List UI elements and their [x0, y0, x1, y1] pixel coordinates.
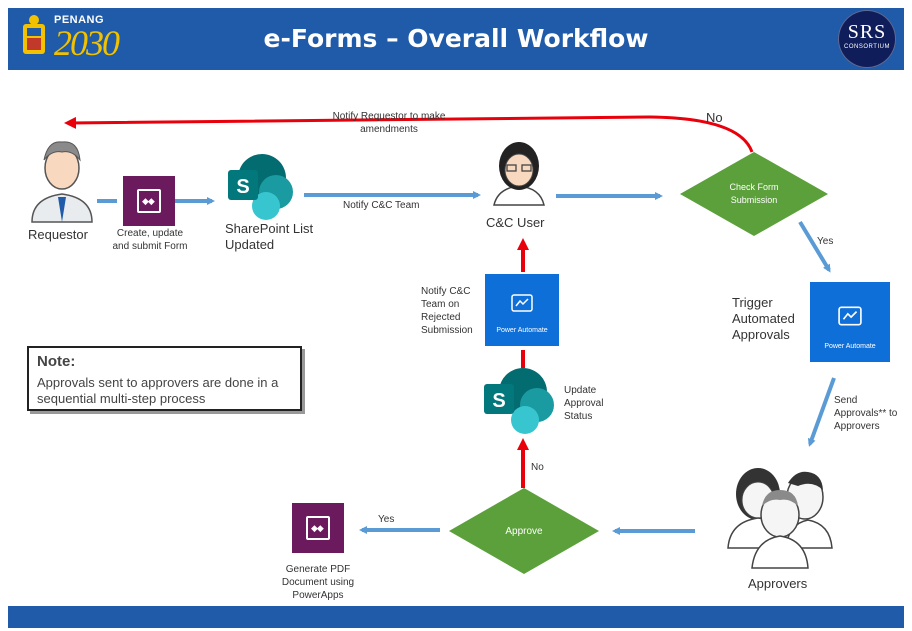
- srs-consortium-logo: SRS CONSORTIUM: [838, 10, 896, 68]
- yes-check-label: Yes: [817, 236, 834, 247]
- send-approvals-label: Send Approvals** to Approvers: [834, 395, 898, 432]
- note-title: Note:: [37, 353, 76, 370]
- power-automate-label: Power Automate: [824, 343, 876, 350]
- check-form-label: Check Form Submission: [729, 182, 779, 205]
- notify-requestor-label: Notify Requestor to make amendments: [332, 111, 446, 135]
- arrow-trigger-to-approvers: [807, 377, 836, 447]
- check-form-diamond: [680, 152, 828, 236]
- penang-2030-logo: PENANG 2030: [20, 12, 170, 66]
- notify-cc-team-label: Notify C&C Team: [343, 200, 420, 211]
- approvers-group-icon: [727, 468, 833, 569]
- crest-icon: [23, 15, 45, 54]
- approve-label: Approve: [505, 526, 543, 537]
- requestor-label: Requestor: [28, 227, 88, 242]
- generate-pdf-label: Generate PDF Document using PowerApps: [281, 564, 355, 601]
- power-automate-icon: Power Automate: [485, 274, 559, 346]
- powerapps-icon: ◆◆: [123, 176, 175, 226]
- notify-rejected-label: Notify C&C Team on Rejected Submission: [421, 286, 473, 336]
- sharepoint-icon: S: [484, 368, 554, 434]
- srs-logo-text: SRS: [847, 21, 887, 43]
- approvers-label: Approvers: [748, 576, 808, 591]
- update-status-label: Update Approval Status: [564, 385, 604, 422]
- svg-text:S: S: [492, 390, 505, 412]
- sharepoint-list-label: SharePoint List Updated: [225, 221, 314, 252]
- note-text: Approvals sent to approvers are done in …: [37, 375, 279, 406]
- footer-bar: [8, 606, 904, 628]
- approve-diamond: [449, 488, 599, 574]
- cc-user-label: C&C User: [486, 215, 545, 230]
- arrow-check-to-trigger: [798, 220, 831, 273]
- arrow-notify-requestor: [64, 115, 754, 153]
- power-automate-icon: Power Automate: [810, 282, 890, 362]
- trigger-approvals-label: Trigger Automated Approvals: [732, 295, 795, 342]
- penang-year: 2030: [54, 23, 120, 63]
- create-form-label: Create, update and submit Form: [112, 228, 188, 252]
- svg-text:S: S: [236, 176, 249, 198]
- user-icon: [31, 141, 93, 223]
- power-automate-label: Power Automate: [496, 327, 548, 334]
- no-top-label: No: [706, 110, 723, 125]
- sharepoint-icon: S: [228, 154, 293, 220]
- powerapps-icon: ◆◆: [292, 503, 344, 553]
- cc-user-icon: [493, 142, 545, 206]
- page-title: e-Forms – Overall Workflow: [263, 24, 649, 53]
- header-bar: PENANG 2030 e-Forms – Overall Workflow S…: [8, 8, 904, 70]
- no-approve-label: No: [531, 462, 544, 473]
- note-box: Note: Approvals sent to approvers are do…: [27, 346, 302, 411]
- yes-approve-label: Yes: [378, 514, 395, 525]
- penang-text: PENANG: [54, 14, 105, 26]
- srs-logo-subtext: CONSORTIUM: [844, 44, 890, 50]
